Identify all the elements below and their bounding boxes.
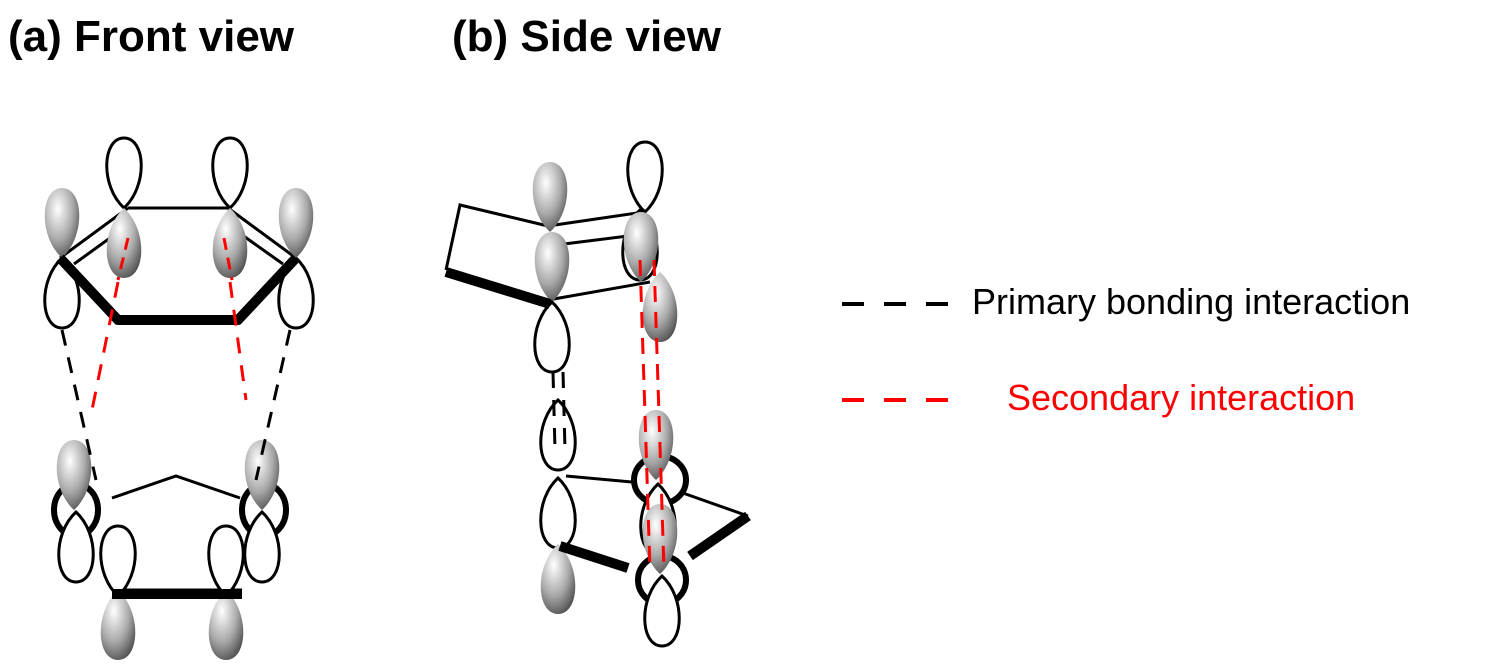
- cp-ring-front-thick: [687, 511, 751, 561]
- ring-bond-upper-left: [59, 206, 129, 260]
- ring-bond-front-thick: [56, 254, 300, 325]
- p-orbital-lobe-shaded: [534, 232, 570, 302]
- secondary-interaction-line: [222, 237, 234, 281]
- p-orbital-lobe-shaded: [208, 590, 244, 660]
- p-orbital-lobe-white: [539, 476, 577, 550]
- side-view-diagram: [444, 140, 751, 648]
- ring-bond-back: [444, 203, 549, 271]
- secondary-interaction-line: [90, 281, 120, 411]
- ring-bond-low: [547, 280, 651, 302]
- p-orbital-lobe-white: [105, 136, 143, 210]
- primary-interaction-line: [561, 371, 567, 451]
- p-orbital-lobe-shaded: [100, 590, 136, 660]
- front-view-diagram: [43, 136, 315, 660]
- legend-primary-label: Primary bonding interaction: [972, 281, 1411, 322]
- legend-secondary-label: Secondary interaction: [1007, 377, 1356, 418]
- ring-bond-top: [547, 210, 645, 228]
- cp-ring-back-bonds: [111, 474, 241, 500]
- p-orbital-lobe-white: [539, 398, 577, 472]
- cp-ring-back-bond: [679, 490, 749, 518]
- p-orbital-lobe-white: [533, 300, 571, 374]
- p-orbital-lobe-white: [99, 524, 137, 598]
- p-orbital-lobe-white: [211, 136, 249, 210]
- ring-bond-upper-right: [227, 206, 297, 260]
- primary-interaction-line: [551, 371, 557, 451]
- p-orbital-lobe-white: [207, 524, 245, 598]
- front-view-title: (a) Front view: [8, 12, 295, 61]
- side-view-title: (b) Side view: [452, 12, 721, 61]
- cp-ring-front-thick: [558, 541, 630, 573]
- ring-bond-front-thick: [444, 267, 552, 309]
- p-orbital-lobe-shaded: [532, 162, 568, 232]
- p-orbital-lobe-white: [626, 140, 664, 214]
- secondary-interaction-line: [228, 281, 248, 401]
- secondary-interaction-line: [116, 237, 130, 281]
- legend: [842, 302, 960, 402]
